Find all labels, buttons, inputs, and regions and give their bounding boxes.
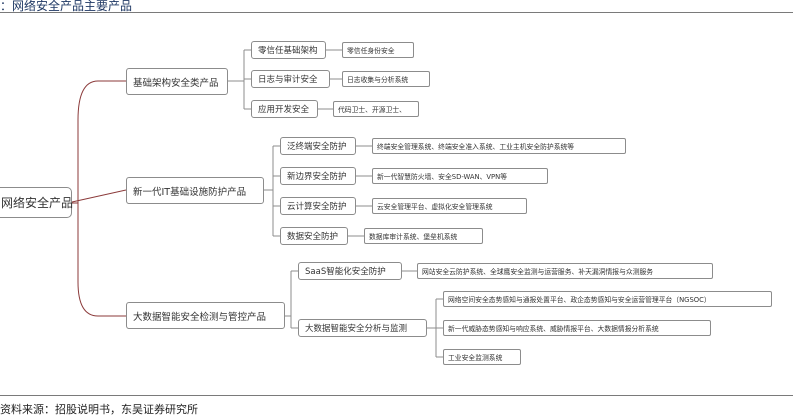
leaf-industrial-monitoring: 工业安全监测系统: [443, 349, 521, 365]
leaf-cloud-products: 云安全管理平台、虚拟化安全管理系统: [372, 198, 527, 214]
leaf-endpoint-products: 终端安全管理系统、终端安全准入系统、工业主机安全防护系统等: [372, 138, 626, 154]
leaf-data-products: 数据库审计系统、堡垒机系统: [364, 228, 483, 244]
node-label: 日志与审计安全: [258, 75, 318, 85]
node-endpoint-security: 泛终端安全防护: [280, 137, 356, 155]
leaf-perimeter-products: 新一代智慧防火墙、安全SD-WAN、VPN等: [372, 168, 548, 184]
node-label: 应用开发安全: [258, 105, 310, 115]
node-log-audit: 日志与审计安全: [251, 70, 330, 88]
leaf-label: 网络空间安全态势感知与通报处置平台、政企态势感知与安全运营管理平台（NGSOC）: [448, 296, 711, 304]
leaf-code-guard: 代码卫士、开源卫士、: [333, 101, 419, 117]
node-big-data-analysis: 大数据智能安全分析与监测: [298, 319, 427, 337]
node-label: 泛终端安全防护: [287, 142, 347, 152]
node-label: 云计算安全防护: [287, 202, 347, 212]
node-label: 零信任基础架构: [258, 46, 318, 56]
top-rule: [0, 12, 793, 13]
branch-label: 基础架构安全类产品: [133, 77, 219, 89]
node-label: 大数据智能安全分析与监测: [305, 324, 408, 334]
leaf-label: 代码卫士、开源卫士、: [338, 106, 406, 114]
leaf-label: 日志收集与分析系统: [347, 76, 409, 84]
source-note: 资料来源：招股说明书，东吴证券研究所: [0, 403, 198, 416]
branch-infrastructure-security: 基础架构安全类产品: [126, 68, 228, 95]
node-label: 数据安全防护: [287, 232, 339, 242]
leaf-saas-products: 网站安全云防护系统、全球鹰安全监测与运营服务、补天漏洞情报与众测服务: [417, 263, 713, 279]
branch-label: 新一代IT基础设施防护产品: [133, 186, 247, 198]
node-label: 新边界安全防护: [287, 172, 347, 182]
root-node: 网络安全产品: [0, 187, 74, 218]
leaf-label: 新一代威胁态势感知与响应系统、威胁情报平台、大数据情报分析系统: [448, 325, 659, 333]
node-saas-protection: SaaS智能化安全防护: [298, 262, 402, 280]
node-cloud-security: 云计算安全防护: [280, 197, 356, 215]
node-new-perimeter: 新边界安全防护: [280, 167, 356, 185]
figure-title: ：网络安全产品主要产品: [0, 0, 133, 13]
leaf-threat-intel: 新一代威胁态势感知与响应系统、威胁情报平台、大数据情报分析系统: [443, 320, 711, 336]
leaf-label: 工业安全监测系统: [448, 354, 503, 362]
leaf-label: 终端安全管理系统、终端安全准入系统、工业主机安全防护系统等: [377, 143, 575, 151]
branch-big-data-detection: 大数据智能安全检测与管控产品: [126, 302, 285, 329]
leaf-zero-trust-identity: 零信任身份安全: [342, 42, 414, 58]
branch-new-it-infrastructure: 新一代IT基础设施防护产品: [126, 177, 264, 204]
leaf-situational-awareness: 网络空间安全态势感知与通报处置平台、政企态势感知与安全运营管理平台（NGSOC）: [443, 291, 772, 307]
leaf-log-collection: 日志收集与分析系统: [342, 71, 430, 87]
node-zero-trust: 零信任基础架构: [251, 41, 326, 59]
node-label: SaaS智能化安全防护: [305, 267, 386, 277]
node-app-dev-security: 应用开发安全: [251, 100, 318, 118]
node-data-security: 数据安全防护: [280, 227, 348, 245]
bottom-rule: [0, 395, 793, 396]
leaf-label: 云安全管理平台、虚拟化安全管理系统: [377, 203, 493, 211]
leaf-label: 数据库审计系统、堡垒机系统: [369, 233, 458, 241]
root-label: 网络安全产品: [1, 196, 74, 210]
leaf-label: 零信任身份安全: [347, 47, 395, 55]
leaf-label: 新一代智慧防火墙、安全SD-WAN、VPN等: [377, 173, 507, 181]
branch-label: 大数据智能安全检测与管控产品: [133, 311, 267, 323]
leaf-label: 网站安全云防护系统、全球鹰安全监测与运营服务、补天漏洞情报与众测服务: [422, 268, 654, 276]
